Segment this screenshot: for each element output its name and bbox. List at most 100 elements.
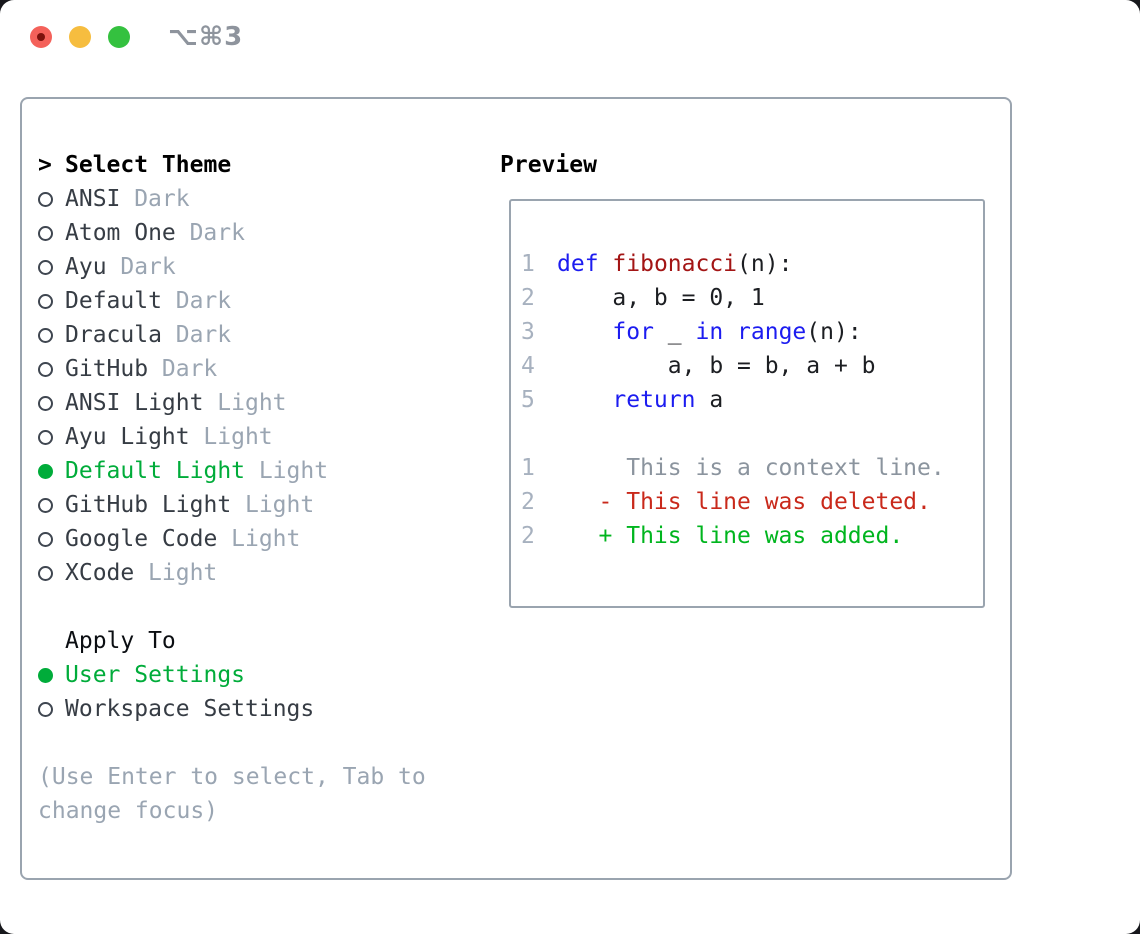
marker — [38, 259, 65, 275]
minimize-button[interactable] — [69, 26, 91, 48]
plain-token: (n): — [806, 319, 862, 345]
keyword-token: in — [695, 319, 724, 345]
theme-name: GitHub — [65, 356, 149, 382]
marker — [38, 531, 65, 547]
code-line: 4 a, b = b, a + b — [521, 349, 983, 383]
theme-name: Google Code — [65, 526, 218, 552]
keyword-token: for — [612, 319, 654, 345]
diff-text: This is a context line. — [557, 455, 945, 481]
theme-name: Ayu Light — [65, 424, 190, 450]
apply-option-label: User Settings — [65, 662, 246, 688]
theme-name: Ayu — [65, 254, 107, 280]
radio-unselected-icon — [38, 293, 53, 309]
theme-option-dracula[interactable]: Dracula Dark — [38, 318, 500, 352]
theme-name: Dracula — [65, 322, 162, 348]
line-number: 1 — [521, 251, 535, 277]
theme-option-default[interactable]: Default Dark — [38, 284, 500, 318]
marker — [38, 191, 65, 207]
plain-token — [723, 319, 737, 345]
radio-unselected-icon — [38, 361, 53, 377]
theme-name: Atom One — [65, 220, 176, 246]
close-button[interactable] — [30, 26, 52, 48]
apply-to-title: Apply To — [65, 628, 176, 654]
line-number: 5 — [521, 387, 535, 413]
theme-list-header-row: > Select Theme — [38, 148, 500, 182]
theme-option-ansi[interactable]: ANSI Dark — [38, 182, 500, 216]
theme-name: XCode — [65, 560, 135, 586]
theme-name: ANSI — [65, 186, 121, 212]
plain-token — [599, 251, 613, 277]
apply-option-workspace-settings[interactable]: Workspace Settings — [38, 692, 500, 726]
theme-variant: Light — [217, 390, 287, 416]
keyword-token: range — [737, 319, 807, 345]
diff-line-context: 1 This is a context line. — [521, 451, 983, 485]
plain-token: _ — [653, 319, 696, 345]
radio-unselected-icon — [38, 531, 53, 547]
radio-unselected-icon — [38, 701, 53, 717]
blank-line — [521, 417, 983, 451]
code-text: def fibonacci(n): — [557, 247, 792, 281]
line-number: 3 — [521, 319, 535, 345]
keyword-token: return — [612, 387, 696, 413]
theme-name: Default — [65, 288, 162, 314]
apply-option-label: Workspace Settings — [65, 696, 315, 722]
focus-caret-icon: > — [38, 152, 52, 178]
theme-option-ayu-light[interactable]: Ayu Light Light — [38, 420, 500, 454]
radio-unselected-icon — [38, 429, 53, 445]
diff-preview: 1 This is a context line.2 - This line w… — [521, 451, 983, 553]
theme-option-github-light[interactable]: GitHub Light Light — [38, 488, 500, 522]
marker — [38, 293, 65, 309]
theme-name: GitHub Light — [65, 492, 232, 518]
radio-unselected-icon — [38, 191, 53, 207]
code-line: 3 for _ in range(n): — [521, 315, 983, 349]
help-text: (Use Enter to select, Tab to change focu… — [38, 764, 426, 824]
radio-selected-icon — [38, 463, 53, 479]
theme-variant: Dark — [134, 186, 190, 212]
theme-variant: Dark — [175, 322, 232, 348]
theme-option-ayu[interactable]: Ayu Dark — [38, 250, 500, 284]
apply-option-user-settings[interactable]: User Settings — [38, 658, 500, 692]
marker — [38, 565, 65, 581]
plain-token: a, b = b, a + b — [557, 353, 876, 379]
diff-text: + This line was added. — [557, 523, 904, 549]
line-number: 2 — [521, 489, 535, 515]
marker — [38, 361, 65, 377]
code-line: 5 return a — [521, 383, 983, 417]
marker — [38, 395, 65, 411]
theme-variant: Dark — [120, 254, 176, 280]
window-title: ⌥⌘3 — [168, 22, 244, 52]
line-number: 4 — [521, 353, 535, 379]
radio-unselected-icon — [38, 259, 53, 275]
theme-variant: Dark — [175, 288, 232, 314]
keyword-token: def — [557, 251, 599, 277]
maximize-button[interactable] — [108, 26, 130, 48]
marker — [38, 701, 65, 717]
theme-variant: Light — [203, 424, 273, 450]
code-text: for _ in range(n): — [557, 315, 862, 349]
marker — [38, 429, 65, 445]
theme-variant: Light — [244, 492, 315, 518]
radio-unselected-icon — [38, 395, 53, 411]
marker — [38, 497, 65, 513]
plain-token: (n): — [737, 251, 793, 277]
apply-to-header-row: Apply To — [38, 624, 500, 658]
theme-list-title: Select Theme — [65, 152, 232, 178]
theme-name: Default Light — [65, 458, 246, 484]
radio-unselected-icon — [38, 225, 53, 241]
line-number: 1 — [521, 455, 535, 481]
line-number: 2 — [521, 285, 535, 311]
code-line: 2 a, b = 0, 1 — [521, 281, 983, 315]
plain-token: a, b = 0, 1 — [557, 285, 765, 311]
